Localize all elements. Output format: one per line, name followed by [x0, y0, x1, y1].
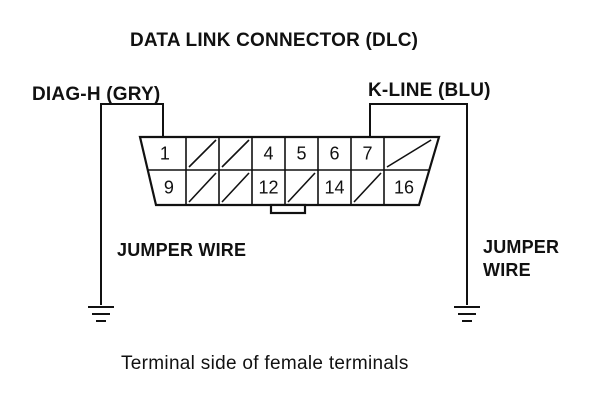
right-jumper-label-line1: JUMPER [483, 237, 560, 257]
left-jumper-wire-label: JUMPER WIRE [117, 240, 247, 260]
blank-pin-slash [221, 139, 250, 168]
right-jumper-wire-label: JUMPER WIRE [483, 236, 559, 282]
pin-7-label: 7 [362, 143, 372, 163]
diag-h-terminal-label: DIAG-H (GRY) [32, 84, 161, 105]
connector-body [138, 135, 441, 207]
pin-14-label: 14 [324, 177, 344, 197]
pin-1-label: 1 [160, 143, 170, 163]
pin-16-label: 16 [394, 177, 414, 197]
pin-12-label: 12 [258, 177, 278, 197]
left-ground-icon [88, 306, 114, 322]
k-line-terminal-label: K-LINE (BLU) [368, 80, 491, 101]
diagram-title: DATA LINK CONNECTOR (DLC) [130, 30, 419, 51]
pin-4-label: 4 [263, 143, 273, 163]
diagram-caption: Terminal side of female terminals [121, 353, 409, 374]
right-ground-icon [454, 306, 480, 322]
right-jumper-wire [369, 103, 468, 305]
blank-pin-slash [353, 172, 382, 203]
left-jumper-wire [100, 103, 164, 305]
blank-pin-slash [287, 172, 316, 203]
blank-pin-slash [221, 172, 250, 203]
blank-pin-slash [188, 139, 217, 168]
right-jumper-label-line2: WIRE [483, 260, 531, 280]
blank-pin-slash [188, 172, 217, 203]
connector-lock-tab [269, 203, 307, 215]
pin-9-label: 9 [164, 177, 174, 197]
blank-pin-slash [386, 139, 432, 168]
pin-6-label: 6 [329, 143, 339, 163]
pin-5-label: 5 [296, 143, 306, 163]
